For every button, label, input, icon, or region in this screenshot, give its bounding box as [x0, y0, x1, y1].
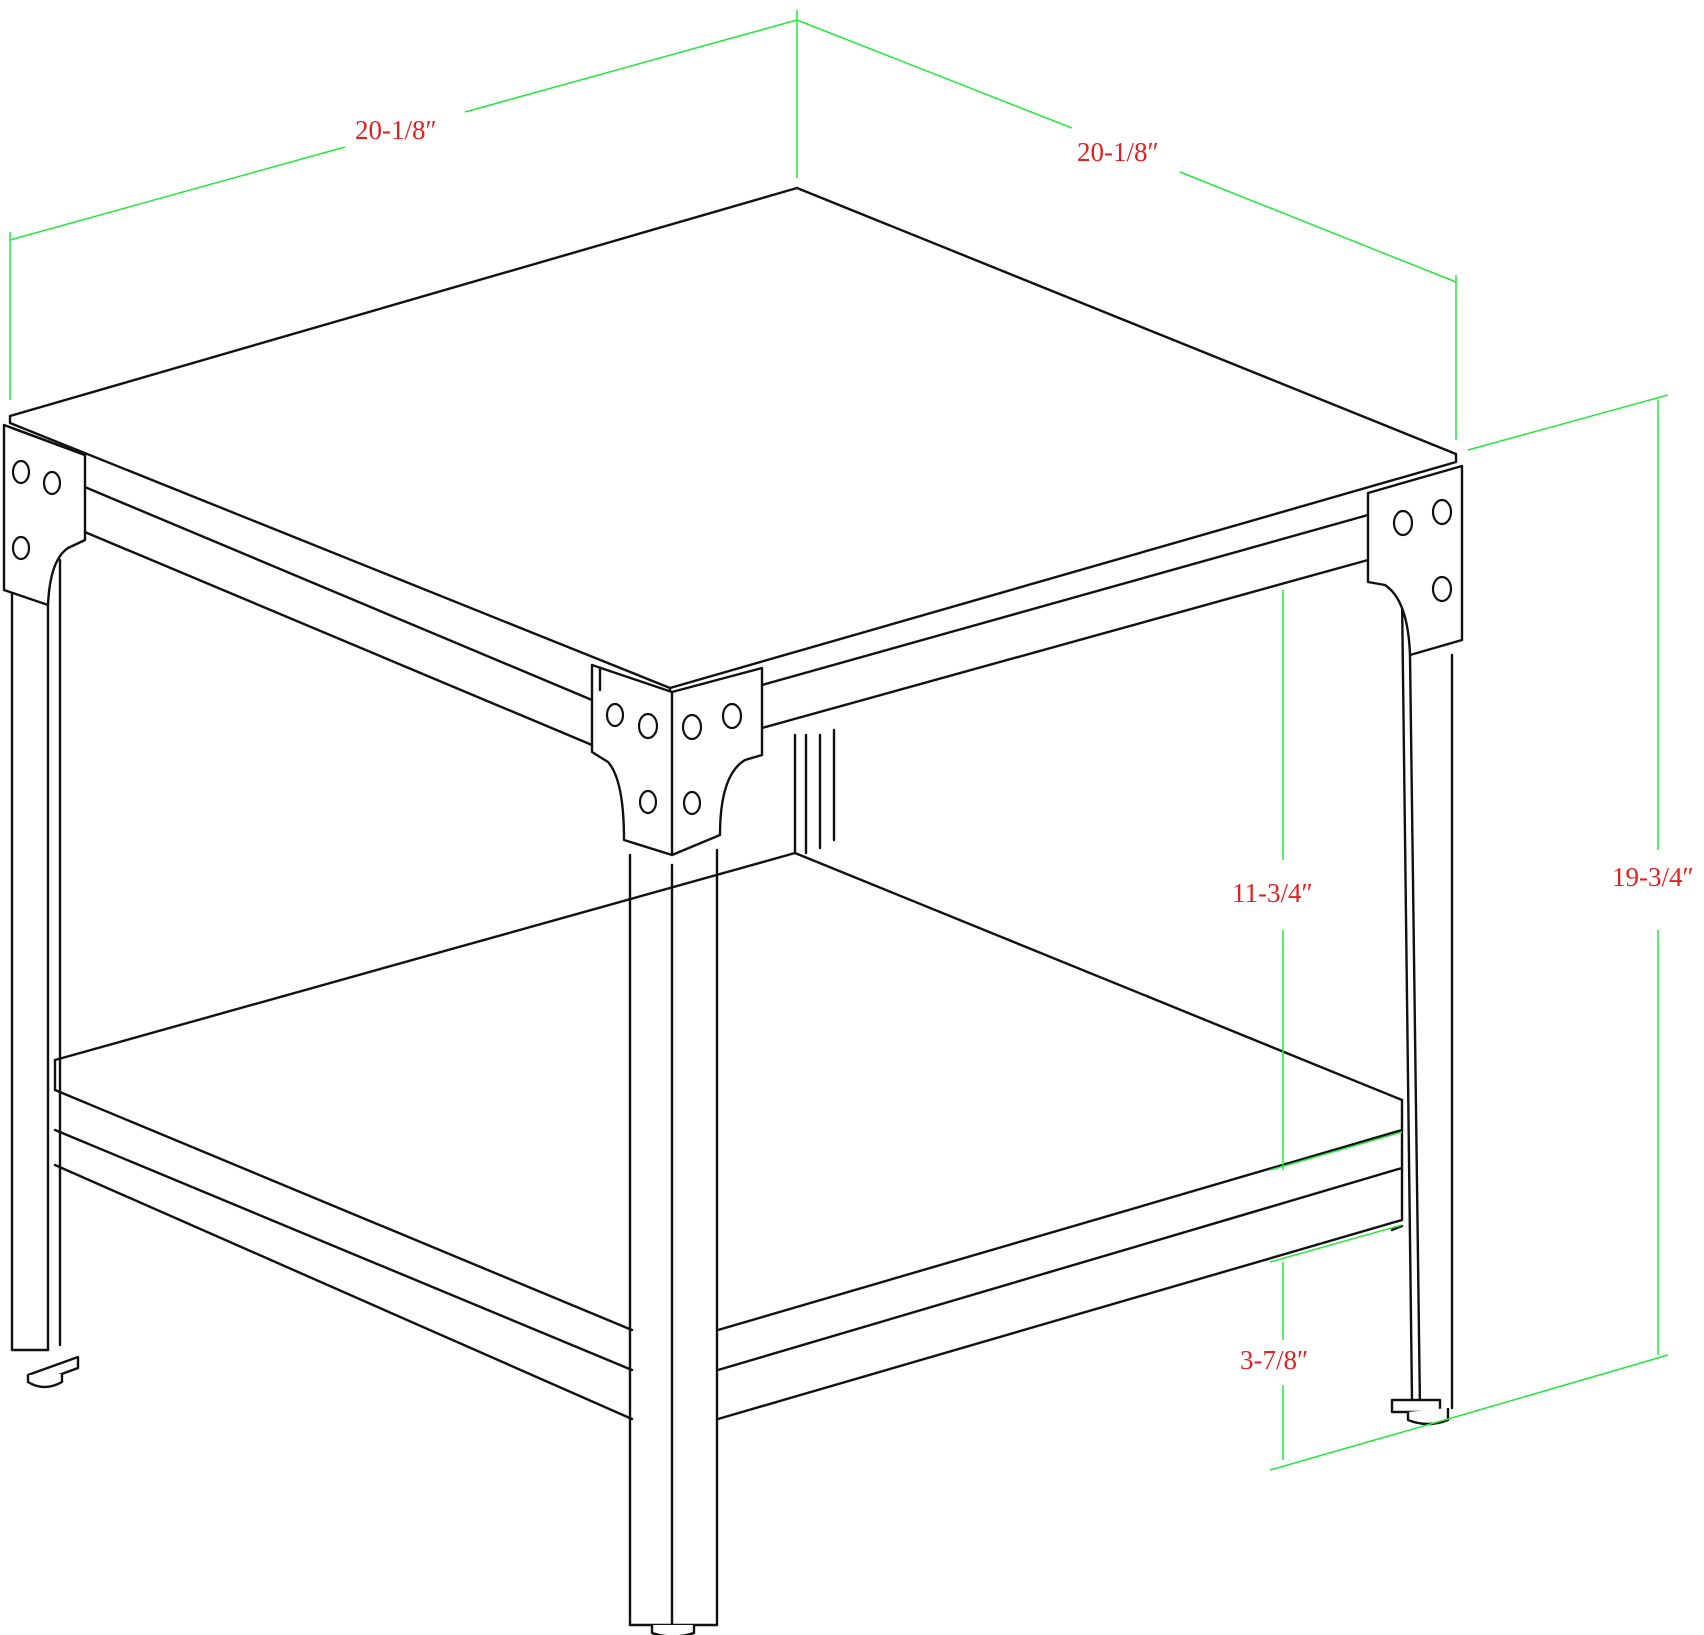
end-table-drawing — [2, 186, 1464, 1635]
front-leg — [628, 848, 719, 1635]
bolt-hole — [637, 712, 659, 740]
bolt-hole — [638, 789, 658, 815]
bolt-hole — [1431, 498, 1453, 526]
left-leg — [10, 558, 80, 1389]
width-dimension-label: 20-1/8″ — [355, 115, 437, 145]
dimension-lines — [9, 10, 1669, 1471]
bolt-hole — [605, 702, 625, 728]
depth-dimension-label: 20-1/8″ — [1077, 137, 1159, 167]
bolt-hole — [682, 790, 702, 816]
front-corner-bracket — [590, 663, 764, 857]
bolt-hole — [42, 470, 62, 496]
overall-height-label: 19-3/4″ — [1612, 862, 1694, 892]
tabletop — [8, 186, 1458, 747]
bolt-hole — [721, 702, 743, 730]
shelf-clearance-label: 11-3/4″ — [1232, 878, 1313, 908]
left-corner-bracket — [2, 423, 87, 607]
floor-clearance-label: 3-7/8″ — [1240, 1345, 1308, 1375]
bolt-hole — [1392, 509, 1414, 537]
bolt-hole — [11, 459, 31, 485]
bolt-hole — [11, 535, 31, 561]
right-leg — [1390, 593, 1454, 1426]
right-corner-bracket — [1366, 464, 1464, 657]
lower-shelf — [53, 851, 1404, 1421]
bolt-hole — [1431, 575, 1453, 603]
back-leg — [793, 728, 836, 855]
dimension-labels: 20-1/8″ 20-1/8″ 11-3/4″ 19-3/4″ 3-7/8″ — [355, 115, 1694, 1375]
bolt-hole — [681, 713, 703, 741]
